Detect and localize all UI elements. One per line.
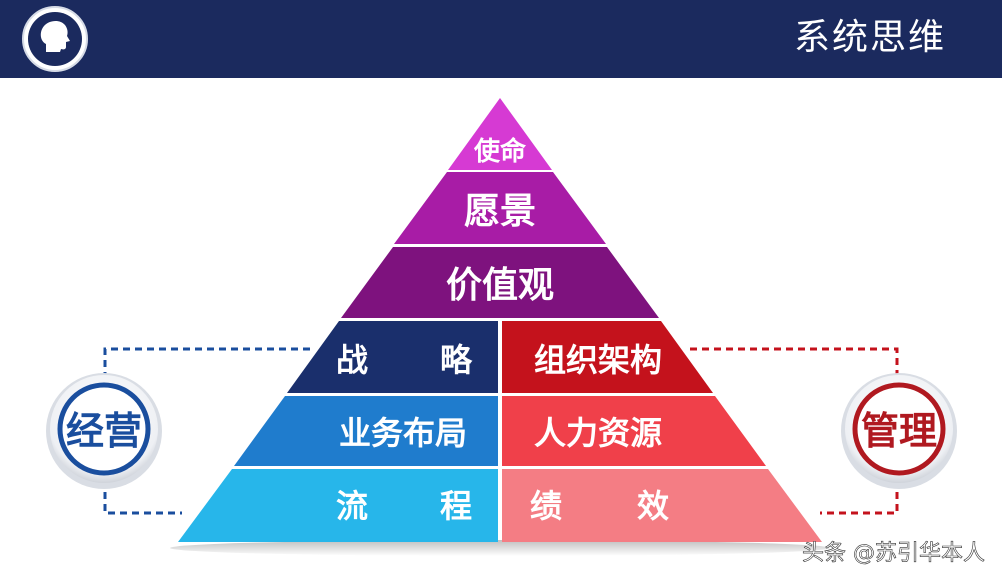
left-dashed-bracket xyxy=(103,347,310,515)
badge-operation-label: 经营 xyxy=(66,409,142,453)
head-profile-icon xyxy=(28,12,82,66)
level-business-layout xyxy=(234,396,498,466)
label-performance-a: 绩 xyxy=(530,487,562,525)
label-strategy-b: 略 xyxy=(440,341,473,379)
label-process-a: 流 xyxy=(336,487,368,525)
level-values xyxy=(341,247,659,318)
level-human-resources xyxy=(502,396,766,466)
label-performance-b: 效 xyxy=(637,487,669,525)
label-org-structure: 组织架构 xyxy=(534,341,662,379)
level-strategy xyxy=(287,321,498,393)
pyramid-shadow xyxy=(170,540,830,556)
level-org-structure xyxy=(502,321,713,393)
watermark: 头条 @苏引华本人 xyxy=(802,541,985,566)
label-mission: 使命 xyxy=(473,136,527,167)
level-vision xyxy=(394,172,606,244)
badge-management: 管理 xyxy=(841,373,957,489)
label-process-b: 程 xyxy=(440,487,472,525)
level-mission xyxy=(448,98,552,170)
level-performance xyxy=(502,469,822,542)
badge-management-label: 管理 xyxy=(861,409,937,453)
label-vision: 愿景 xyxy=(464,191,536,232)
badge-operation: 经营 xyxy=(46,373,162,489)
label-values: 价值观 xyxy=(446,265,554,306)
label-business-layout: 业务布局 xyxy=(339,414,467,452)
logo xyxy=(22,6,88,72)
header-bar: 系统思维 xyxy=(0,0,1002,78)
label-strategy-a: 战 xyxy=(336,341,368,379)
page-title: 系统思维 xyxy=(793,17,946,58)
level-process xyxy=(178,469,498,542)
right-dashed-bracket xyxy=(690,347,899,515)
label-human-resources: 人力资源 xyxy=(534,414,662,452)
